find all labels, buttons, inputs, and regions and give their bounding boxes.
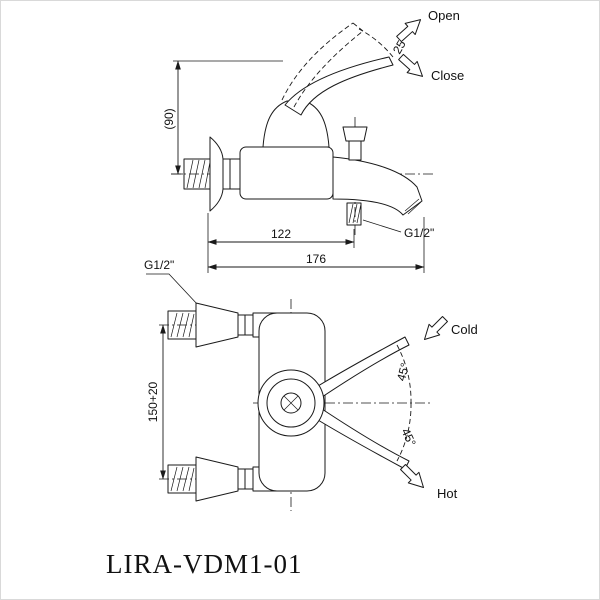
swing-arc-hot	[396, 402, 412, 462]
spout-thread-label: G1/2"	[404, 226, 434, 240]
dim-150-20-group: 150+20	[146, 324, 166, 480]
spout-thread-leader	[362, 219, 402, 233]
faucet-body-side	[239, 146, 334, 200]
dim-90-group: (90)	[162, 60, 283, 175]
open-label: Open	[428, 8, 460, 23]
hot-label: Hot	[437, 486, 458, 501]
close-label: Close	[431, 68, 464, 83]
handle-side-closed	[284, 56, 394, 116]
dim-176-label: 176	[306, 252, 326, 266]
top-flange	[195, 302, 239, 348]
bottom-flange	[195, 456, 239, 502]
connector-nut	[222, 158, 241, 190]
cold-arrow-icon	[418, 313, 451, 346]
side-view: 25° Open Close G1/2" (90)	[162, 8, 464, 273]
dim-150-20-label: 150+20	[146, 381, 160, 422]
spout	[332, 156, 423, 216]
shower-outlet-thread	[346, 202, 362, 226]
inlet-thread-leader	[146, 273, 199, 306]
model-title: LIRA-VDM1-01	[106, 549, 302, 579]
diverter-knob	[342, 126, 368, 161]
dim-122-label: 122	[271, 227, 291, 241]
swing-arc-25	[358, 28, 394, 58]
front-view: G1/2"	[144, 258, 478, 511]
swing-arc-cold	[396, 344, 412, 404]
top-connector-nut	[237, 314, 254, 336]
height-dim-label: (90)	[162, 108, 176, 129]
dim-122-group: 122	[207, 213, 355, 273]
lever-hot-position	[312, 406, 410, 470]
inlet-thread-label: G1/2"	[144, 258, 174, 272]
angle-45-cold-label: 45°	[394, 361, 412, 382]
center-cap	[257, 369, 325, 437]
angle-45-hot-label: 45°	[398, 426, 418, 449]
bottom-connector-nut	[237, 468, 254, 490]
aerator-lines	[404, 198, 422, 215]
lever-cold-position	[312, 336, 410, 400]
wall-flange	[209, 136, 224, 212]
handle-side-open-dashed	[281, 22, 364, 108]
dim-176-group: 176	[207, 217, 425, 273]
cold-label: Cold	[451, 322, 478, 337]
